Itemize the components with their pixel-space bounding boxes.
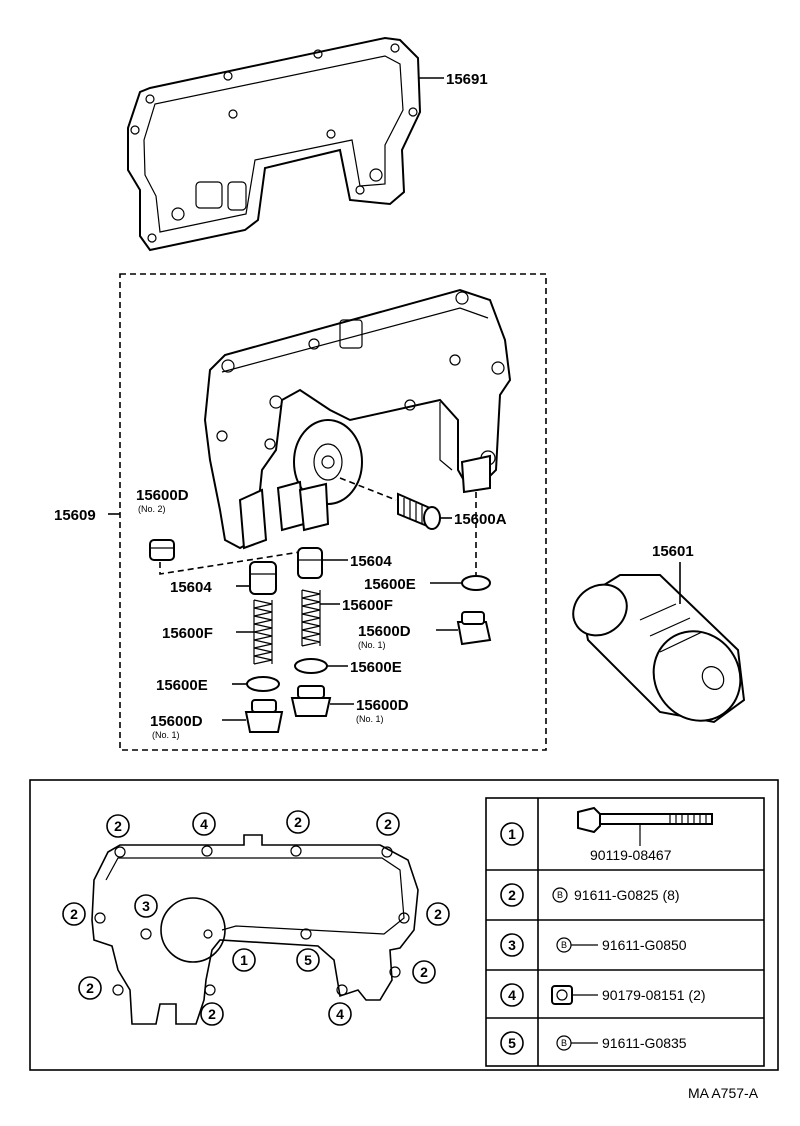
legend-part-4: 90179-08151 (2)	[602, 987, 706, 1003]
label-15600A: 15600A	[454, 511, 507, 528]
bolt-layout-panel	[29, 779, 779, 1071]
svg-text:2: 2	[420, 964, 428, 980]
svg-text:4: 4	[200, 816, 208, 832]
svg-text:2: 2	[208, 1006, 216, 1022]
label-15691: 15691	[446, 71, 488, 88]
label-15600D-mid: 15600D	[356, 697, 409, 714]
sublabel-15600D-right: (No. 1)	[358, 640, 386, 650]
svg-text:2: 2	[384, 816, 392, 832]
oil-cooler-housing	[203, 288, 512, 550]
callout-markers: 2 4 2 2 2 3 1 5 2 2 2 4 2	[62, 810, 450, 1026]
svg-text:3: 3	[508, 937, 516, 953]
washer-15600E-left	[246, 676, 280, 692]
valve-15600A	[339, 477, 441, 530]
plug-15600D-right	[456, 611, 492, 646]
svg-text:2: 2	[70, 906, 78, 922]
nut-icon	[551, 985, 573, 1005]
gasket-15691	[127, 36, 422, 252]
svg-text:3: 3	[142, 898, 150, 914]
plug-15600D-no2	[149, 539, 175, 561]
svg-text:2: 2	[114, 818, 122, 834]
oil-filter-15601	[572, 574, 746, 724]
spring-15600F-right	[301, 589, 321, 647]
svg-text:5: 5	[304, 952, 312, 968]
sublabel-15600D-left: (No. 1)	[152, 730, 180, 740]
label-15600D-no2: 15600D	[136, 487, 189, 504]
svg-text:1: 1	[240, 952, 248, 968]
plug-15600D-left	[244, 699, 284, 733]
sublabel-15600D-mid: (No. 1)	[356, 714, 384, 724]
label-15604-left: 15604	[170, 579, 212, 596]
plug-15600D-mid	[290, 685, 332, 717]
legend-part-5: 91611-G0835	[602, 1035, 687, 1051]
label-15600E-mid: 15600E	[350, 659, 402, 676]
label-15604-right: 15604	[350, 553, 392, 570]
assembly-boundary	[119, 273, 547, 751]
bolt-icon	[577, 806, 713, 846]
washer-15600E-top	[461, 575, 491, 591]
sublabel-15600D-no2: (No. 2)	[138, 504, 166, 514]
label-15600E-left: 15600E	[156, 677, 208, 694]
svg-text:B: B	[561, 1038, 567, 1048]
svg-text:B: B	[561, 940, 567, 950]
valve-15604-right	[297, 547, 323, 579]
svg-text:2: 2	[294, 814, 302, 830]
spring-15600F-left	[253, 599, 273, 665]
label-15609: 15609	[54, 507, 96, 524]
svg-text:4: 4	[336, 1006, 344, 1022]
bolt-legend-table: 1 90119-08467 2 B 91611-G0825 (8) 3 B 91…	[485, 797, 765, 1067]
label-15600F-left: 15600F	[162, 625, 213, 642]
svg-text:2: 2	[86, 980, 94, 996]
svg-text:4: 4	[508, 987, 516, 1003]
label-15600D-left: 15600D	[150, 713, 203, 730]
legend-part-1: 90119-08467	[590, 847, 672, 863]
diagram-code: MA A757-A	[688, 1085, 759, 1101]
valve-15604-left	[249, 561, 277, 595]
svg-text:5: 5	[508, 1035, 516, 1051]
label-15601: 15601	[652, 543, 694, 560]
legend-part-2: 91611-G0825 (8)	[574, 887, 680, 903]
svg-text:B: B	[557, 890, 563, 900]
bolt-layout-outline	[91, 834, 419, 1025]
label-15600D-right: 15600D	[358, 623, 411, 640]
svg-text:1: 1	[508, 826, 516, 842]
washer-15600E-mid	[294, 658, 328, 674]
legend-part-3: 91611-G0850	[602, 937, 687, 953]
label-15600F-right: 15600F	[342, 597, 393, 614]
svg-text:2: 2	[508, 887, 516, 903]
label-15600E-top: 15600E	[364, 576, 416, 593]
svg-text:2: 2	[434, 906, 442, 922]
